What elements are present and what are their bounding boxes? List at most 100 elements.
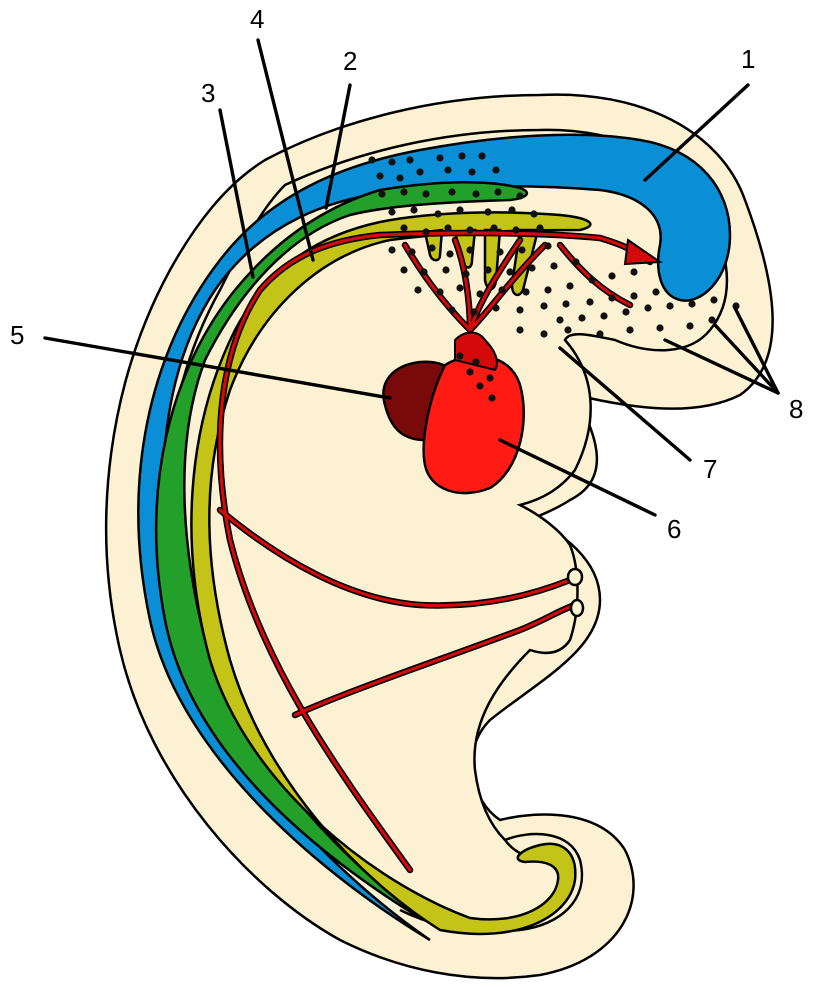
cell-dot [516,326,523,333]
cell-dot [544,286,551,293]
cell-dot [522,288,529,295]
label-5: 5 [10,320,24,350]
cell-dot [484,208,491,215]
cell-dot [444,166,451,173]
cell-dot [446,250,453,257]
cell-dot [644,304,651,311]
cell-dot [466,226,473,233]
cell-dot [508,206,515,213]
cell-dot [422,190,429,197]
cell-dot [566,282,573,289]
cell-dot [562,300,569,307]
cell-dot [436,154,443,161]
cell-dot [544,242,551,249]
cell-dot [368,156,375,163]
label-1: 1 [741,44,755,74]
cell-dot [458,152,465,159]
cell-dot [396,174,403,181]
cell-dot [448,188,455,195]
label-4: 4 [250,4,264,34]
cell-dot [506,268,513,275]
cell-dot [494,188,501,195]
cell-dot [420,268,427,275]
cell-dot [600,312,607,319]
cell-dot [444,224,451,231]
cell-dot [388,208,395,215]
cell-dot [456,284,463,291]
cell-dot [456,206,463,213]
cell-dot [378,190,385,197]
cell-dot [596,330,603,337]
cell-dot [608,294,615,301]
cell-dot [400,266,407,273]
cell-dot [476,382,483,389]
cell-dot [528,264,535,271]
cell-dot [550,262,557,269]
cell-dot [498,286,505,293]
cell-dot [666,302,673,309]
label-3: 3 [201,78,215,108]
cell-dot [466,368,473,375]
cell-dot [414,286,421,293]
cell-dot [484,266,491,273]
cell-dot [428,244,435,251]
cell-dot [496,248,503,255]
cell-dot [422,228,429,235]
cell-dot [478,152,485,159]
cell-dot [470,308,477,315]
cell-dot [686,322,693,329]
cell-dot [462,270,469,277]
cell-dot [476,290,483,297]
cell-dot [492,166,499,173]
label-6: 6 [667,514,681,544]
cell-dot [406,156,413,163]
cell-dot [400,188,407,195]
cell-dot [490,224,497,231]
cell-dot [518,246,525,253]
cell-dot [408,248,415,255]
cell-dot [556,316,563,323]
cell-dot [468,168,475,175]
cell-dot [656,324,663,331]
cell-dot [416,168,423,175]
cell-dot [536,224,543,231]
cell-dot [492,304,499,311]
cell-dot [608,272,615,279]
cell-dot [708,316,715,323]
cell-dot [410,206,417,213]
opening-upper [568,569,582,585]
cell-dot [388,158,395,165]
cell-dot [530,210,537,217]
label-8: 8 [789,394,803,424]
label-2: 2 [343,46,357,76]
cell-dot [572,258,579,265]
cell-dot [586,298,593,305]
cell-dot [564,326,571,333]
cell-dot [516,306,523,313]
cell-dot [630,292,637,299]
cell-dot [376,172,383,179]
cell-dot [630,268,637,275]
cell-dot [486,374,493,381]
cell-dot [512,226,519,233]
cell-dot [622,308,629,315]
cell-dot [436,288,443,295]
cell-dot [710,296,717,303]
cell-dot [688,300,695,307]
cell-dot [652,288,659,295]
label-7: 7 [703,454,717,484]
cell-dot [442,266,449,273]
opening-lower [571,600,583,616]
cell-dot [588,276,595,283]
cell-dot [434,210,441,217]
cell-dot [466,246,473,253]
cell-dot [488,394,495,401]
cell-dot [540,302,547,309]
cell-dot [388,246,395,253]
cell-dot [456,352,463,359]
cell-dot [472,358,479,365]
cell-dot [578,314,585,321]
cell-dot [472,190,479,197]
cell-dot [516,192,523,199]
